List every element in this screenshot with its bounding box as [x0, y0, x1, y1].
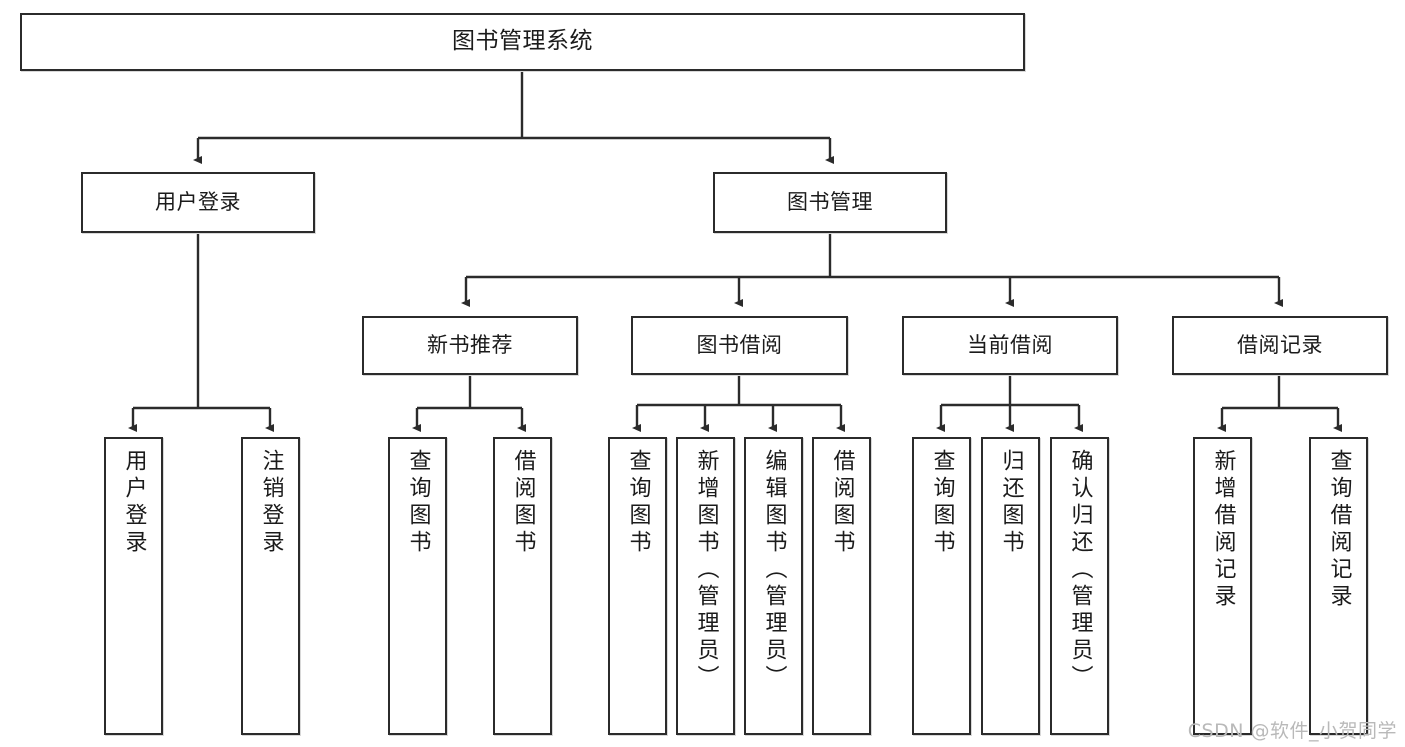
leaf-user-login-logout[interactable]: 注销登录 — [241, 437, 300, 735]
node-root-system[interactable]: 图书管理系统 — [20, 13, 1025, 71]
node-label: 新增图书（管理员） — [693, 449, 719, 692]
watermark: CSDN @软件_小贺同学 — [1187, 720, 1397, 742]
node-book-management[interactable]: 图书管理 — [713, 172, 947, 233]
node-label: 归还图书 — [998, 449, 1024, 557]
node-label: 图书管理系统 — [452, 28, 593, 55]
node-label: 查询借阅记录 — [1326, 449, 1352, 611]
node-label: 查询图书 — [625, 449, 651, 557]
leaf-user-login-login[interactable]: 用户登录 — [104, 437, 163, 735]
node-label: 查询图书 — [405, 449, 431, 557]
node-new-book-recommend[interactable]: 新书推荐 — [362, 316, 578, 375]
node-label: 图书管理 — [787, 190, 873, 215]
node-user-login[interactable]: 用户登录 — [81, 172, 315, 233]
node-label: 借阅图书 — [829, 449, 855, 557]
node-label: 新增借阅记录 — [1210, 449, 1236, 611]
leaf-book-borrow-add[interactable]: 新增图书（管理员） — [676, 437, 735, 735]
node-borrow-record[interactable]: 借阅记录 — [1172, 316, 1388, 375]
node-label: 借阅记录 — [1237, 333, 1323, 358]
leaf-book-borrow-borrow[interactable]: 借阅图书 — [812, 437, 871, 735]
node-label: 当前借阅 — [967, 333, 1053, 358]
node-label: 借阅图书 — [510, 449, 536, 557]
node-book-borrow[interactable]: 图书借阅 — [631, 316, 848, 375]
node-label: 注销登录 — [258, 449, 284, 557]
leaf-borrow-record-add[interactable]: 新增借阅记录 — [1193, 437, 1252, 735]
node-label: 图书借阅 — [696, 333, 783, 358]
leaf-current-borrow-query[interactable]: 查询图书 — [912, 437, 971, 735]
leaf-borrow-record-query[interactable]: 查询借阅记录 — [1309, 437, 1368, 735]
leaf-current-borrow-return[interactable]: 归还图书 — [981, 437, 1040, 735]
node-label: 查询图书 — [929, 449, 955, 557]
leaf-new-book-query[interactable]: 查询图书 — [388, 437, 447, 735]
leaf-book-borrow-query[interactable]: 查询图书 — [608, 437, 667, 735]
leaf-book-borrow-edit[interactable]: 编辑图书（管理员） — [744, 437, 803, 735]
node-label: 用户登录 — [121, 449, 147, 557]
node-label: 编辑图书（管理员） — [761, 449, 787, 692]
leaf-new-book-borrow[interactable]: 借阅图书 — [493, 437, 552, 735]
leaf-current-borrow-confirm-return[interactable]: 确认归还（管理员） — [1050, 437, 1109, 735]
node-label: 用户登录 — [155, 190, 241, 215]
node-label: 确认归还（管理员） — [1067, 449, 1093, 692]
node-label: 新书推荐 — [427, 333, 513, 358]
node-current-borrow[interactable]: 当前借阅 — [902, 316, 1118, 375]
